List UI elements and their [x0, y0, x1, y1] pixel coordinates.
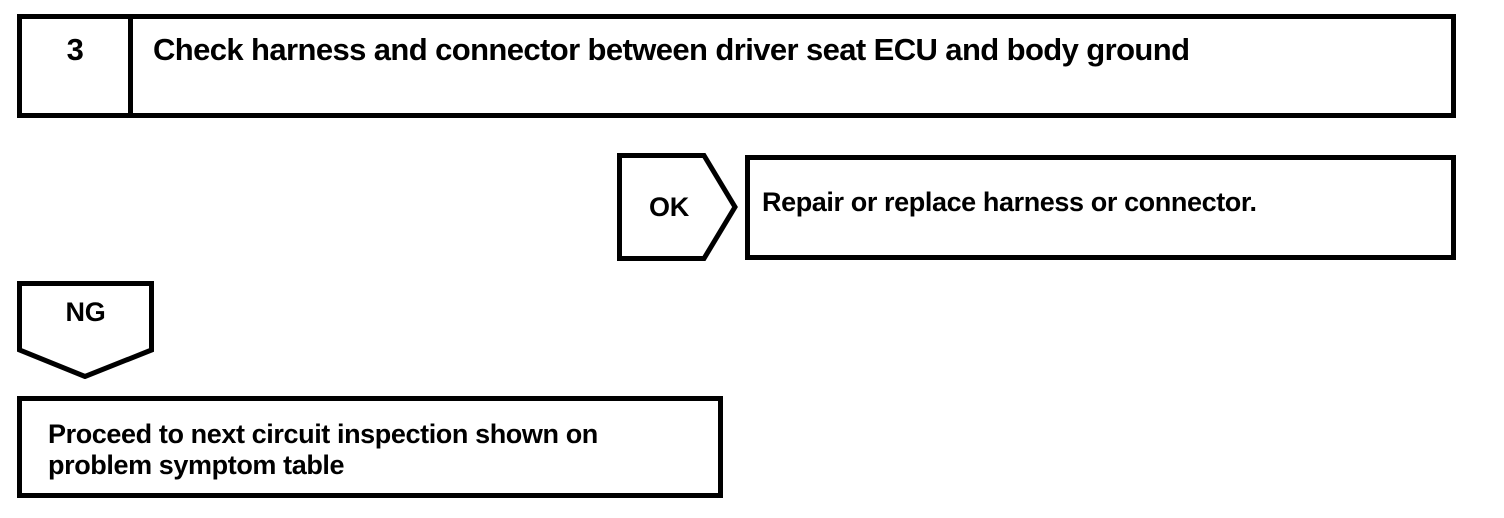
- ng-action-box: Proceed to next circuit inspection shown…: [17, 396, 723, 498]
- ng-branch-label: NG: [65, 296, 106, 327]
- step-number: 3: [66, 32, 84, 67]
- ok-action-box: Repair or replace harness or connector.: [745, 155, 1456, 260]
- ng-action-text: Proceed to next circuit inspection shown…: [48, 419, 598, 480]
- ok-arrow-icon: [617, 153, 738, 261]
- ng-arrow-icon: [17, 281, 154, 379]
- ok-action-text: Repair or replace harness or connector.: [762, 187, 1257, 217]
- ok-branch-label: OK: [649, 191, 689, 222]
- step-header-row: 3 Check harness and connector between dr…: [17, 14, 1456, 118]
- step-title: Check harness and connector between driv…: [153, 32, 1190, 67]
- step-number-cell: 3: [22, 19, 133, 113]
